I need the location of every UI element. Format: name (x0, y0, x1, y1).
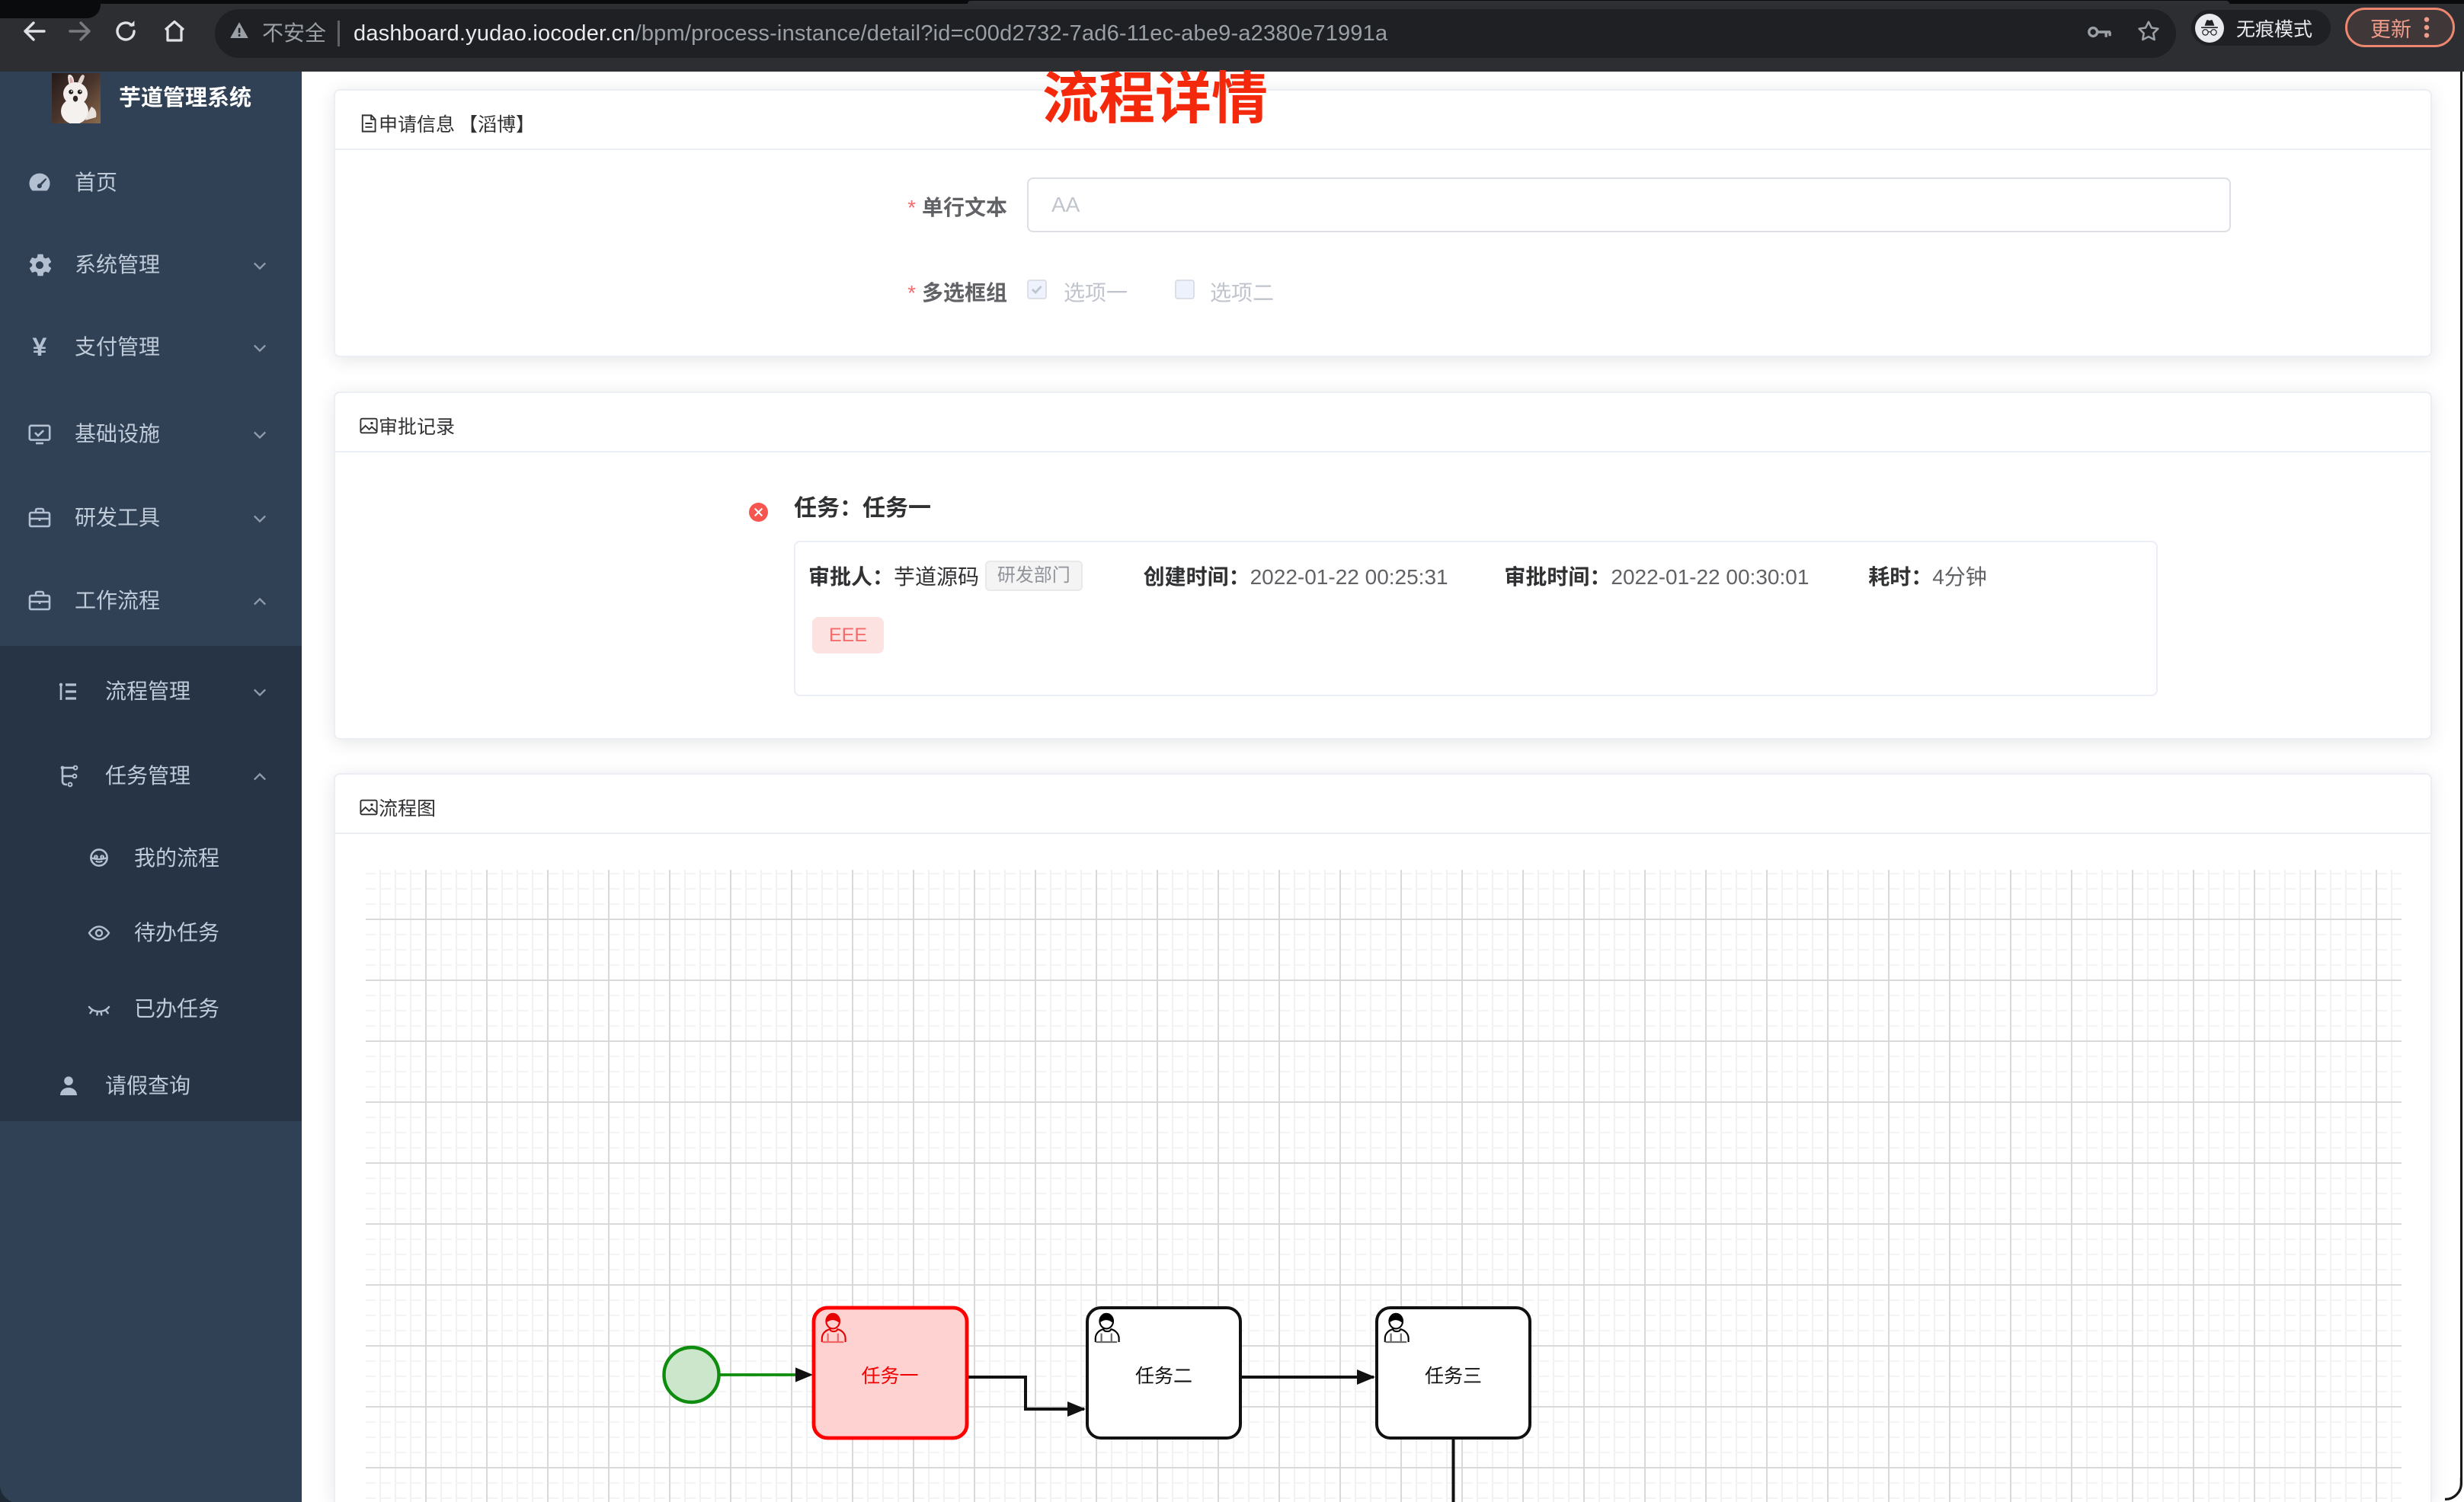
svg-text:任务一: 任务一 (861, 1366, 918, 1387)
svg-text:任务二: 任务二 (1135, 1366, 1192, 1387)
svg-text:任务三: 任务三 (1425, 1366, 1482, 1387)
